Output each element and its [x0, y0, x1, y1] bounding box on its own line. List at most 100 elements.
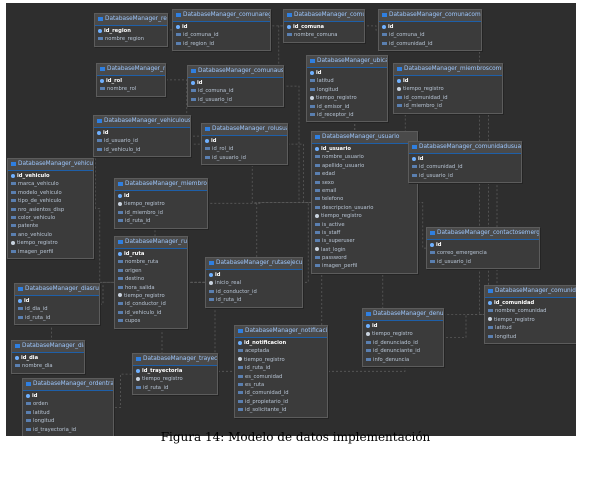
field-label: id_usuario_id [104, 138, 138, 145]
column-icon [488, 326, 493, 330]
table-icon [100, 66, 105, 71]
table-field: tiempo_registro [312, 212, 417, 220]
table-title: DatabaseManager_ubicacion [307, 56, 387, 68]
primary-key-field: id_comuna [284, 23, 364, 31]
field-label: is_staff [322, 229, 341, 236]
field-label: destino [125, 276, 145, 283]
field-label: id_usuario_id [212, 154, 246, 161]
field-label: id_comunidad_id [404, 94, 448, 101]
field-label: nombre_rol [107, 86, 137, 93]
primary-key-field: id_notificacion [235, 339, 327, 347]
column-icon [430, 259, 435, 263]
field-label: id_denunciado_id [373, 339, 418, 346]
column-icon [382, 41, 387, 45]
clock-icon [488, 317, 492, 322]
column-icon [315, 239, 320, 243]
table-title: DatabaseManager_diasrutas [15, 284, 99, 296]
column-icon [209, 289, 214, 293]
column-icon [310, 104, 315, 108]
table-vehiculousuario: DatabaseManager_vehiculousuarioidid_usua… [93, 115, 191, 158]
table-name: DatabaseManager_usuario [322, 134, 400, 140]
figure-caption: Figura 14: Modelo de datos implementació… [160, 430, 431, 444]
table-region: DatabaseManager_regionid_regionnombre_re… [94, 13, 168, 47]
field-label: tiempo_registro [244, 356, 285, 363]
table-icon [26, 381, 31, 386]
field-label: id_ruta_id [245, 365, 271, 372]
column-icon [205, 147, 210, 151]
column-icon [315, 163, 320, 167]
field-label: id_comunidad_id [245, 390, 289, 397]
field-label: apellido_usuario [322, 162, 365, 169]
primary-key-field: id [202, 137, 287, 145]
table-field: marca_vehiculo [8, 180, 93, 188]
table-name: DatabaseManager_contactosemergencia [437, 230, 539, 236]
table-field: tiempo_registro [307, 94, 387, 102]
table-miembrosruta: DatabaseManager_miembrosrutaidtiempo_reg… [114, 178, 208, 229]
column-icon [118, 310, 123, 314]
table-ubicacion: DatabaseManager_ubicacionidlatitudlongit… [306, 55, 388, 123]
field-label: id_ruta_id [143, 384, 169, 391]
table-icon [430, 230, 435, 235]
table-field: id_usuario_id [409, 172, 521, 180]
column-icon [397, 95, 402, 99]
table-field: imagen_perfil [8, 248, 93, 256]
field-label: id [103, 130, 109, 136]
field-label: id_miembro_id [125, 209, 163, 216]
field-label: es_ruta [245, 381, 265, 388]
table-field: id_rol_id [202, 145, 287, 153]
clock-icon [238, 357, 242, 362]
table-field: id_comuna_id [188, 87, 283, 95]
column-icon [238, 391, 243, 395]
field-label: sexo [322, 179, 334, 186]
field-label: id_comuna [293, 24, 325, 30]
table-field: origen [115, 267, 187, 275]
table-field: es_comunidad [235, 373, 327, 381]
column-icon [15, 364, 20, 368]
column-icon [315, 230, 320, 234]
column-icon [97, 147, 102, 151]
table-name: DatabaseManager_rutasejecutadas [216, 260, 302, 266]
table-field: id_propietario_id [235, 398, 327, 406]
table-field: id_usuario_id [202, 154, 287, 162]
field-label: is_superuser [322, 238, 355, 245]
field-label: id_usuario_id [419, 172, 453, 179]
table-field: id_comunidad_id [409, 163, 521, 171]
table-field: modelo_vehiculo [8, 189, 93, 197]
table-icon [97, 118, 102, 123]
table-field: tiempo_registro [363, 330, 443, 338]
table-field: last_login [312, 246, 417, 254]
table-title: DatabaseManager_comuna [284, 10, 364, 22]
field-label: id_comunidad_id [389, 40, 433, 47]
table-field: id_miembro_id [394, 102, 502, 110]
field-label: id_conductor_id [216, 288, 257, 295]
column-icon [238, 408, 243, 412]
table-title: DatabaseManager_comunidadusuario [409, 142, 521, 154]
column-icon [315, 264, 320, 268]
field-label: tiempo_registro [124, 292, 165, 299]
table-field: is_staff [312, 229, 417, 237]
table-field: edad [312, 170, 417, 178]
table-field: id_comunidad_id [235, 389, 327, 397]
column-icon [488, 334, 493, 338]
column-icon [310, 112, 315, 116]
table-field: apellido_usuario [312, 162, 417, 170]
field-label: marca_vehiculo [18, 181, 59, 188]
table-field: is_active [312, 221, 417, 229]
column-icon [238, 366, 243, 370]
table-icon [18, 286, 23, 291]
column-icon [118, 268, 123, 272]
field-label: id [197, 80, 203, 86]
column-icon [205, 155, 210, 159]
field-label: descripcion_usuario [322, 204, 374, 211]
table-icon [209, 260, 214, 265]
field-label: tipo_de_vehiculo [18, 198, 62, 205]
field-label: email [322, 187, 337, 194]
field-label: id_ruta_id [216, 297, 242, 304]
clock-icon [397, 86, 401, 91]
table-title: DatabaseManager_trayectoria [133, 354, 217, 366]
field-label: nombre_region [105, 36, 145, 43]
table-field: id_usuario_id [427, 258, 539, 266]
table-field: tiempo_registro [235, 356, 327, 364]
